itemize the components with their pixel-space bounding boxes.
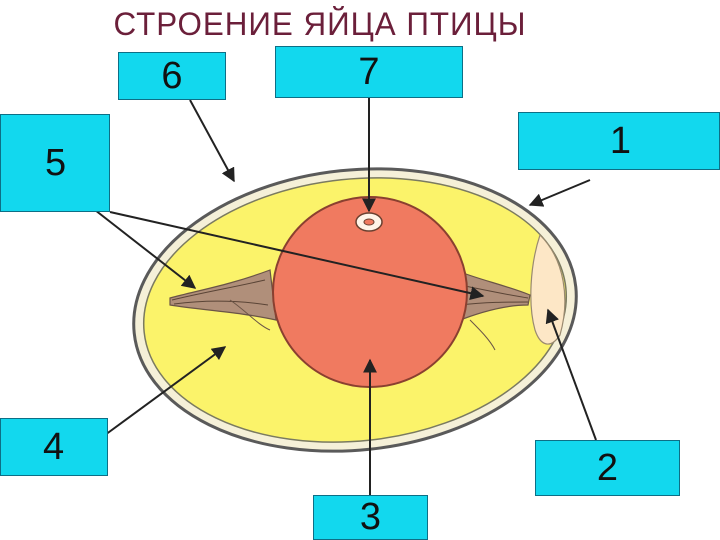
label-4: 4 xyxy=(0,418,108,476)
chalaza-left xyxy=(169,269,277,331)
label-7-text: 7 xyxy=(358,50,380,93)
arrow-5a xyxy=(94,209,197,289)
label-3: 3 xyxy=(313,495,428,540)
label-6-text: 6 xyxy=(161,54,183,97)
label-7: 7 xyxy=(275,46,463,98)
label-2-text: 2 xyxy=(596,446,619,489)
arrow-2 xyxy=(545,308,597,441)
label-3-text: 3 xyxy=(359,496,382,538)
label-2: 2 xyxy=(535,440,680,496)
arrow-1 xyxy=(528,179,591,207)
label-5: 5 xyxy=(0,114,110,212)
arrow-5b xyxy=(109,211,485,301)
arrow-4 xyxy=(104,346,227,436)
arrow-6 xyxy=(189,99,235,183)
label-6: 6 xyxy=(118,52,226,100)
label-5-text: 5 xyxy=(45,141,67,184)
page-title: СТРОЕНИЕ ЯЙЦА ПТИЦЫ xyxy=(113,6,527,42)
label-1-text: 1 xyxy=(609,119,631,162)
label-1: 1 xyxy=(518,112,720,170)
label-4-text: 4 xyxy=(43,425,65,468)
